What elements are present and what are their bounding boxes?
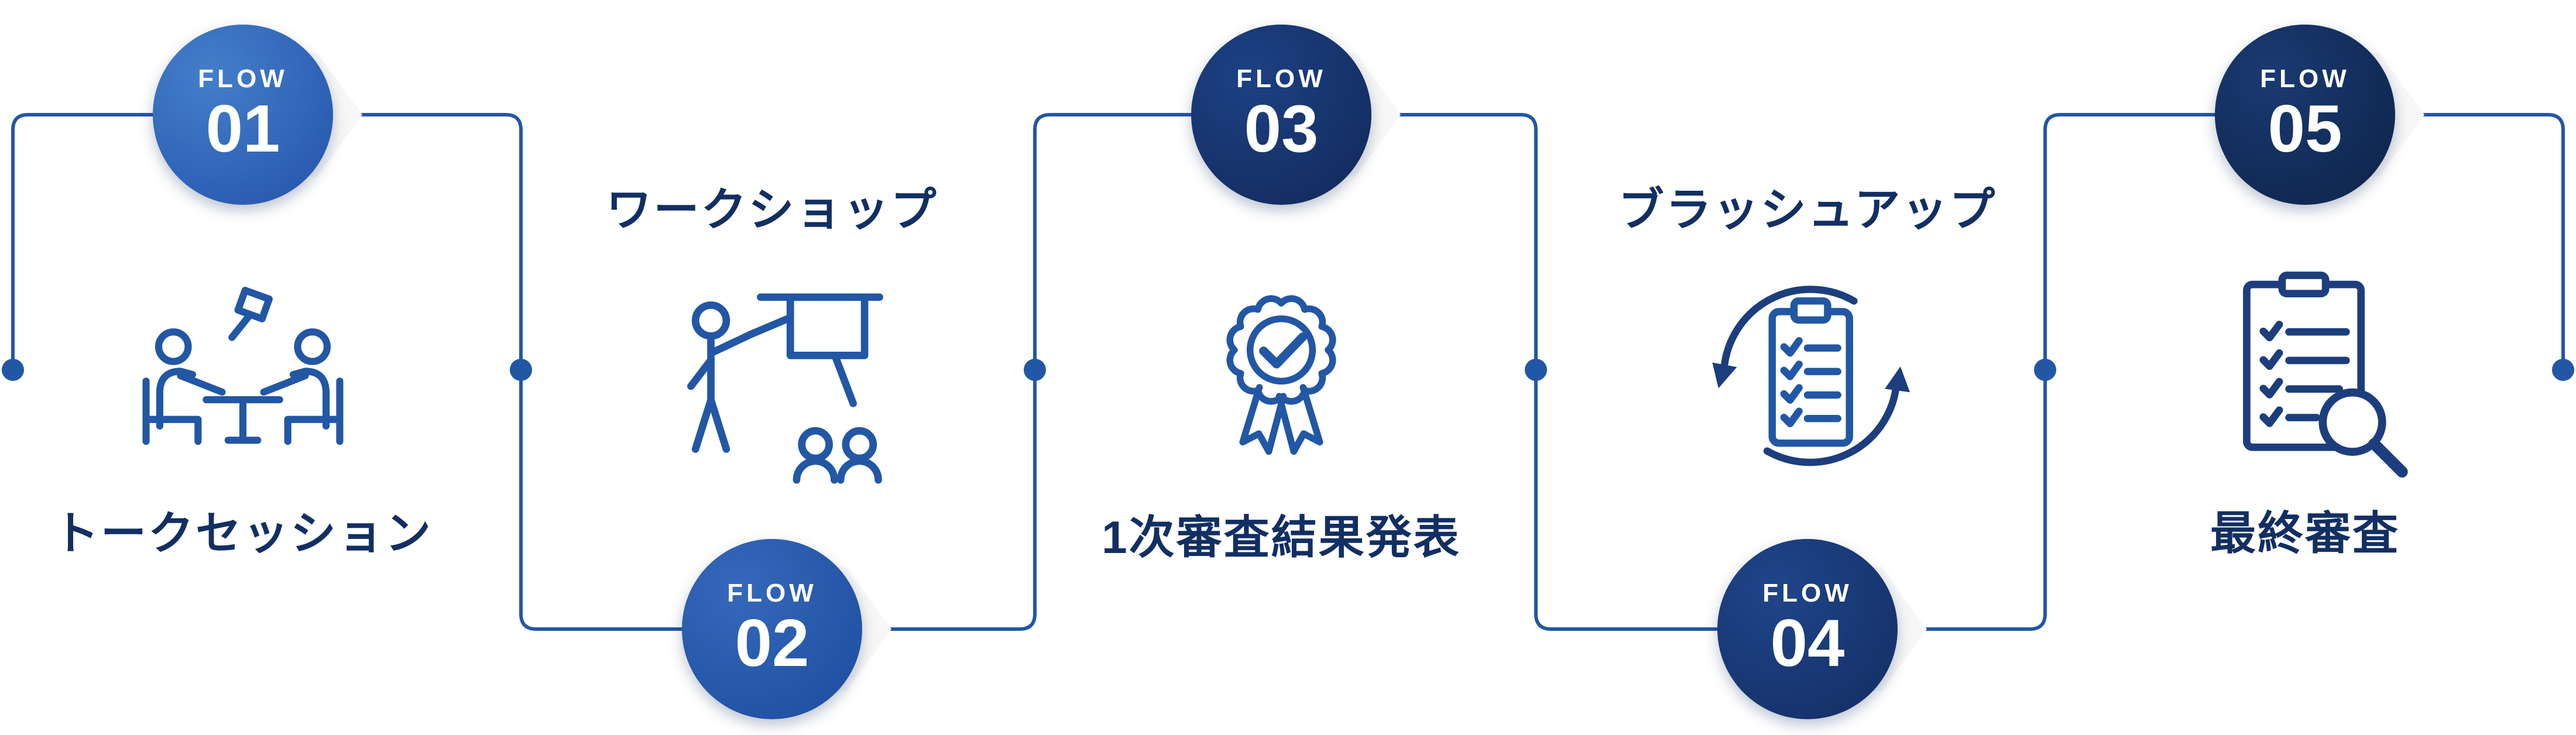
step-title-1: トークセッション: [53, 507, 433, 559]
badge-flow-label: FLOW: [198, 64, 288, 93]
badge-number: 03: [1244, 91, 1319, 166]
flow-badge-3: FLOW 03: [1191, 25, 1371, 205]
refresh-checklist-icon: [1679, 259, 1936, 497]
connector-dot: [1024, 359, 1046, 381]
connector-dot: [2552, 359, 2574, 381]
connector-dot: [510, 359, 532, 381]
talk-session-icon: [117, 262, 369, 484]
badge-number: 02: [735, 606, 809, 681]
workshop-presentation-icon: [646, 256, 898, 499]
award-check-icon: [1177, 259, 1385, 496]
checklist-magnifier-icon: [2179, 252, 2431, 494]
badge-flow-label: FLOW: [1236, 64, 1326, 93]
flow-badge-1: FLOW 01: [153, 25, 333, 205]
step-title-5: 最終審査: [2210, 507, 2400, 559]
step-title-3: 1次審査結果発表: [1102, 511, 1461, 563]
connector-dot: [2, 359, 24, 381]
badge-flow-label: FLOW: [727, 578, 817, 607]
badge-number: 04: [1770, 606, 1845, 681]
badge-number: 01: [205, 91, 280, 166]
flow-badge-5: FLOW 05: [2215, 25, 2395, 205]
badge-flow-label: FLOW: [2260, 64, 2350, 93]
badge-number: 05: [2268, 91, 2342, 166]
connector-dot: [1525, 359, 1547, 381]
flow-badge-2: FLOW 02: [682, 539, 862, 719]
flow-badge-4: FLOW 04: [1717, 539, 1898, 719]
step-title-2: ワークショップ: [606, 184, 938, 235]
step-title-4: ブラッシュアップ: [1618, 184, 1997, 235]
connector-dot: [2034, 359, 2056, 381]
badge-flow-label: FLOW: [1762, 578, 1853, 607]
